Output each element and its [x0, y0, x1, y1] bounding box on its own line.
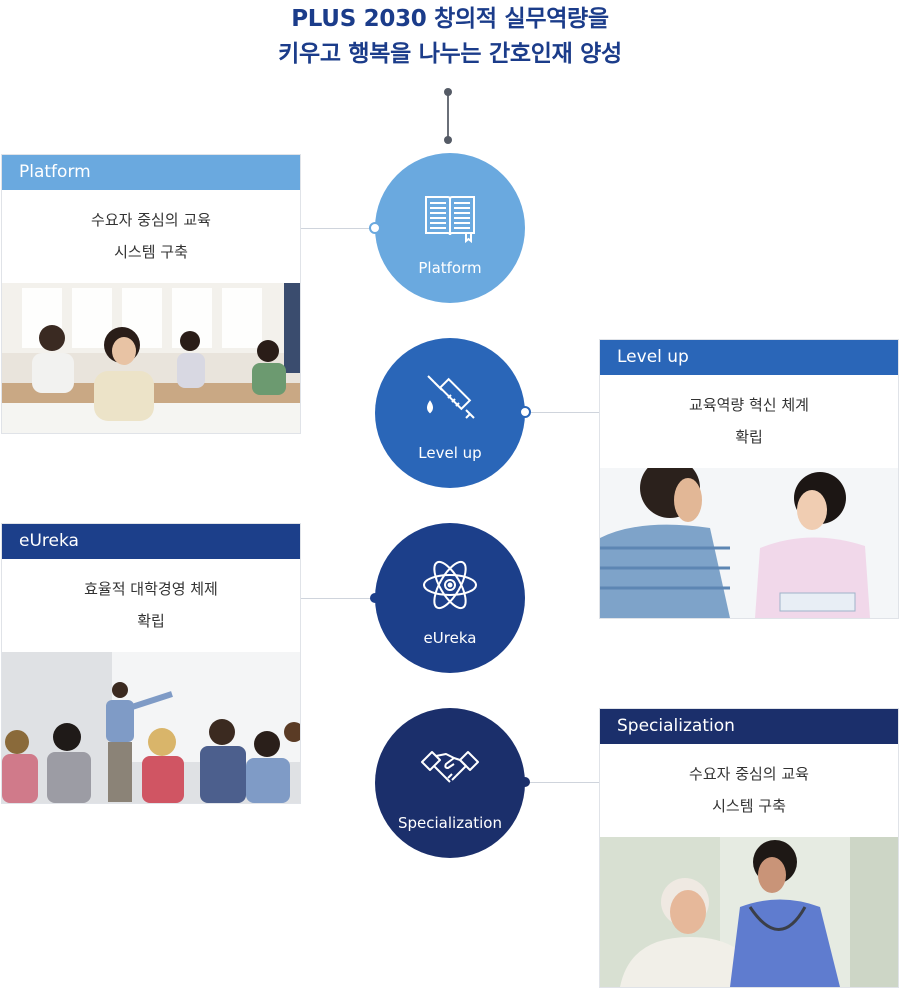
- platform-connector-dot: [369, 222, 381, 234]
- levelup-card-header: Level up: [600, 340, 898, 375]
- specialization-card-header: Specialization: [600, 709, 898, 744]
- platform-card-text: 수요자 중심의 교육 시스템 구축: [2, 190, 300, 286]
- specialization-card-text: 수요자 중심의 교육 시스템 구축: [600, 744, 898, 840]
- connector-specialization: [525, 782, 599, 783]
- connector-levelup: [525, 412, 599, 413]
- title-stem-line: [447, 92, 449, 140]
- specialization-circle-label: Specialization: [397, 814, 502, 832]
- specialization-card[interactable]: Specialization 수요자 중심의 교육 시스템 구축: [599, 708, 899, 988]
- platform-circle[interactable]: Platform: [375, 153, 525, 303]
- platform-card-line-2: 시스템 구축: [114, 243, 188, 261]
- levelup-circle[interactable]: Level up: [375, 338, 525, 488]
- levelup-card-line-1: 교육역량 혁신 체계: [689, 396, 809, 414]
- title-line-2: 키우고 행복을 나누는 간호인재 양성: [278, 41, 622, 67]
- stem-bottom-dot: [444, 136, 452, 144]
- title-line-1: PLUS 2030 창의적 실무역량을: [291, 6, 609, 32]
- specialization-card-line-2: 시스템 구축: [712, 797, 786, 815]
- connector-eureka: [301, 598, 375, 599]
- open-book-icon: [420, 185, 480, 245]
- platform-card[interactable]: Platform 수요자 중심의 교육 시스템 구축: [1, 154, 301, 434]
- eureka-circle[interactable]: eUreka: [375, 523, 525, 673]
- handshake-icon: [420, 740, 480, 800]
- levelup-card-line-2: 확립: [735, 428, 763, 446]
- eureka-card-header: eUreka: [2, 524, 300, 559]
- eureka-circle-label: eUreka: [423, 629, 477, 647]
- platform-card-line-1: 수요자 중심의 교육: [91, 211, 211, 229]
- specialization-card-line-1: 수요자 중심의 교육: [689, 765, 809, 783]
- eureka-card[interactable]: eUreka 효율적 대학경영 체제 확립: [1, 523, 301, 804]
- platform-card-header: Platform: [2, 155, 300, 190]
- page-title: PLUS 2030 창의적 실무역량을 키우고 행복을 나누는 간호인재 양성: [0, 2, 900, 72]
- platform-circle-label: Platform: [418, 259, 482, 277]
- levelup-card-text: 교육역량 혁신 체계 확립: [600, 375, 898, 471]
- presenter-audience-photo: [2, 652, 300, 803]
- nurse-patient-photo: [600, 468, 898, 618]
- levelup-circle-label: Level up: [418, 444, 482, 462]
- eureka-connector-dot: [370, 593, 380, 603]
- lecture-hall-students-photo: [2, 283, 300, 433]
- syringe-icon: [420, 370, 480, 430]
- nurse-elderly-patient-photo: [600, 837, 898, 987]
- atom-icon: [420, 555, 480, 615]
- levelup-card[interactable]: Level up 교육역량 혁신 체계 확립: [599, 339, 899, 619]
- levelup-connector-dot: [519, 406, 531, 418]
- connector-platform: [301, 228, 375, 229]
- specialization-circle[interactable]: Specialization: [375, 708, 525, 858]
- eureka-card-text: 효율적 대학경영 체제 확립: [2, 559, 300, 655]
- specialization-connector-dot: [520, 777, 530, 787]
- stem-top-dot: [444, 88, 452, 96]
- eureka-card-line-2: 확립: [137, 612, 165, 630]
- eureka-card-line-1: 효율적 대학경영 체제: [84, 580, 218, 598]
